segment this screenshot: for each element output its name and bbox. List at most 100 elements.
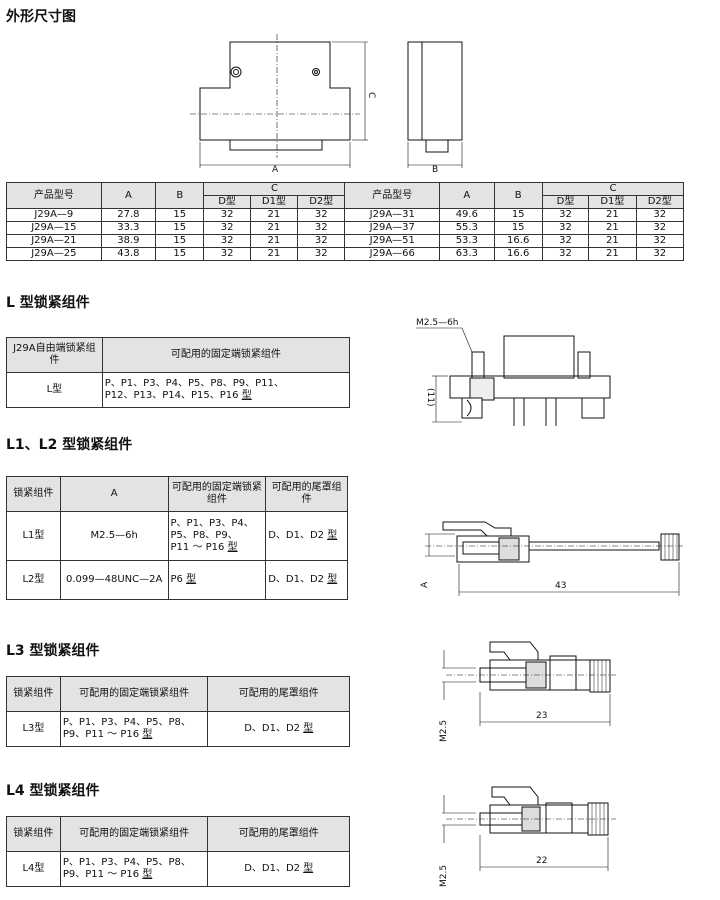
section-l3-drawing: M2.5 23 [439,641,616,742]
cell: 27.8 [100,208,157,222]
tail-list: D、D1、D2 [268,574,325,585]
cell: J29A—25 [6,247,102,261]
cell: 15 [493,221,543,235]
cell: J29A—9 [6,208,102,222]
col-tail: 可配用的尾罩组件 [207,816,350,852]
outline-front-drawing: A C [190,34,376,175]
dim-a-label: A [272,165,279,175]
cell: 32 [203,221,251,235]
cell: 15 [493,208,543,222]
outline-title: 外形尺寸图 [6,9,76,25]
row-label: L3型 [6,711,61,747]
list-line: P、P1、P3、P4、 [170,518,254,529]
cell: J29A—21 [6,234,102,248]
outline-side-drawing: B [407,41,463,175]
list-line: P5、P8、P9、 [170,530,238,541]
cell: 21 [588,247,637,261]
cell: 32 [635,221,685,235]
hdr-b: B [155,182,205,209]
drw-l-h-label: (11) [425,388,435,406]
section-l-table: J29A自由端锁紧组件 可配用的固定端锁紧组件 L型 P、P1、P3、P4、P5… [6,337,351,408]
cell: 15 [155,221,205,235]
row-fixed-list: P、P1、P3、P4、 P5、P8、P9、 P11 ～ P16 型 [167,511,267,561]
hdr-d2: D2型 [297,195,346,209]
section-l-drawing: M2.5—6h (11) [416,318,611,426]
cell: J29A—51 [344,234,441,248]
cell: 21 [249,208,299,222]
cell: 21 [249,234,299,248]
cell: 21 [588,221,637,235]
hdr-c: C [203,182,346,196]
hdr-model: 产品型号 [6,182,102,209]
cell: 32 [203,234,251,248]
col-free-end: J29A自由端锁紧组件 [6,337,103,373]
section-l12-table: 锁紧组件 A 可配用的固定端锁紧组件 可配用的尾罩组件 L1型 M2.5—6h … [6,476,348,600]
list-line: P12、P13、P14、P15、P16 [104,390,239,401]
cell: 32 [203,247,251,261]
cell: 55.3 [439,221,495,235]
cell: 15 [155,247,205,261]
cell: 32 [541,208,590,222]
col-tail: 可配用的尾罩组件 [207,676,350,712]
hdr-d1: D1型 [249,195,299,209]
section-l4-table: 锁紧组件 可配用的固定端锁紧组件 可配用的尾罩组件 L4型 P、P1、P3、P4… [6,816,350,887]
list-line: P、P1、P3、P4、P5、P8、 [62,857,191,868]
drw-l4-m-label: M2.5 [439,865,449,887]
row-fixed-list: P、P1、P3、P4、P5、P8、P9、P11、 P12、P13、P14、P15… [101,372,351,408]
cell: 15 [155,208,205,222]
col-lock: 锁紧组件 [6,476,61,512]
col-fixed-end: 可配用的固定端锁紧组件 [167,476,267,512]
cell: 32 [297,221,346,235]
drw-l12-a-label: A [420,581,430,588]
type-suffix: 型 [327,574,338,585]
tail-list: D、D1、D2 [244,723,301,734]
row-fixed-list: P、P1、P3、P4、P5、P8、 P9、P11 ～ P16 型 [59,711,209,747]
type-suffix: 型 [186,574,197,585]
dim-b-label: B [432,165,438,175]
row-tail: D、D1、D2 型 [265,560,348,600]
tail-list: D、D1、D2 [268,530,325,541]
row-fixed-list: P、P1、P3、P4、P5、P8、 P9、P11 ～ P16 型 [59,851,209,887]
hdr-b-2: B [493,182,543,209]
cell: 38.9 [100,234,157,248]
row-tail: D、D1、D2 型 [207,851,350,887]
cell: 15 [155,234,205,248]
cell: 32 [297,234,346,248]
cell: 33.3 [100,221,157,235]
cell: 21 [588,234,637,248]
cell: J29A—31 [344,208,441,222]
row-a: 0.099—48UNC—2A [59,560,169,600]
col-fixed-end: 可配用的固定端锁紧组件 [59,816,209,852]
cell: 32 [541,247,590,261]
hdr-d: D型 [203,195,251,209]
col-tail: 可配用的尾罩组件 [265,476,348,512]
type-suffix: 型 [142,869,153,880]
tail-list: D、D1、D2 [244,863,301,874]
row-label: L1型 [6,511,61,561]
cell: 53.3 [439,234,495,248]
section-l4-title: L4 型锁紧组件 [6,783,100,799]
cell: 32 [203,208,251,222]
cell: 16.6 [493,247,543,261]
cell: J29A—15 [6,221,102,235]
cell: 32 [297,208,346,222]
drw-l3-m-label: M2.5 [439,720,449,742]
type-suffix: 型 [303,723,314,734]
list-line: P6 [170,574,183,585]
hdr-d-2: D型 [541,195,590,209]
col-lock: 锁紧组件 [6,816,61,852]
cell: 32 [635,234,685,248]
cell: 32 [541,234,590,248]
section-l4-drawing: M2.5 22 [439,786,616,887]
cell: J29A—37 [344,221,441,235]
drw-l12-len-label: 43 [555,581,566,591]
type-suffix: 型 [303,863,314,874]
cell: 16.6 [493,234,543,248]
hdr-model-2: 产品型号 [344,182,441,209]
section-l3-table: 锁紧组件 可配用的固定端锁紧组件 可配用的尾罩组件 L3型 P、P1、P3、P4… [6,676,350,747]
list-line: P11 ～ P16 [170,542,225,553]
